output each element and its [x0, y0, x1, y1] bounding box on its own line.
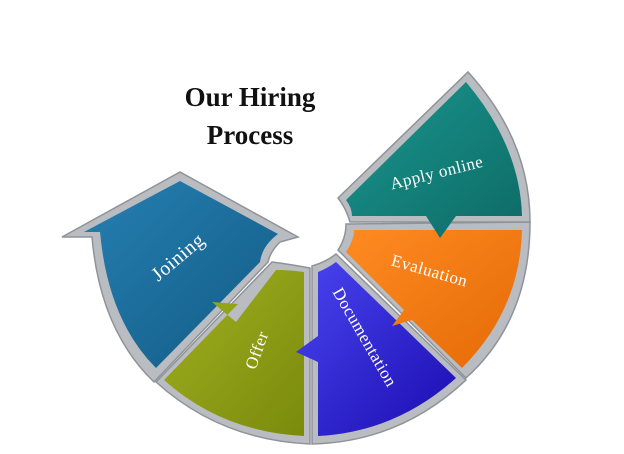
diagram-title: Our Hiring Process [150, 78, 350, 154]
step-offer [154, 261, 311, 445]
step-documentation [296, 253, 468, 445]
step-documentation-shape [296, 262, 456, 436]
title-line-1: Our Hiring [184, 82, 316, 112]
step-apply-online-shape [346, 82, 522, 238]
title-line-2: Process [206, 120, 294, 150]
step-evaluation [337, 221, 531, 380]
step-joining-shape [84, 181, 278, 368]
step-apply-online [336, 70, 531, 238]
step-evaluation-shape [346, 230, 522, 368]
step-offer-shape [164, 270, 304, 436]
step-joining [61, 171, 300, 384]
